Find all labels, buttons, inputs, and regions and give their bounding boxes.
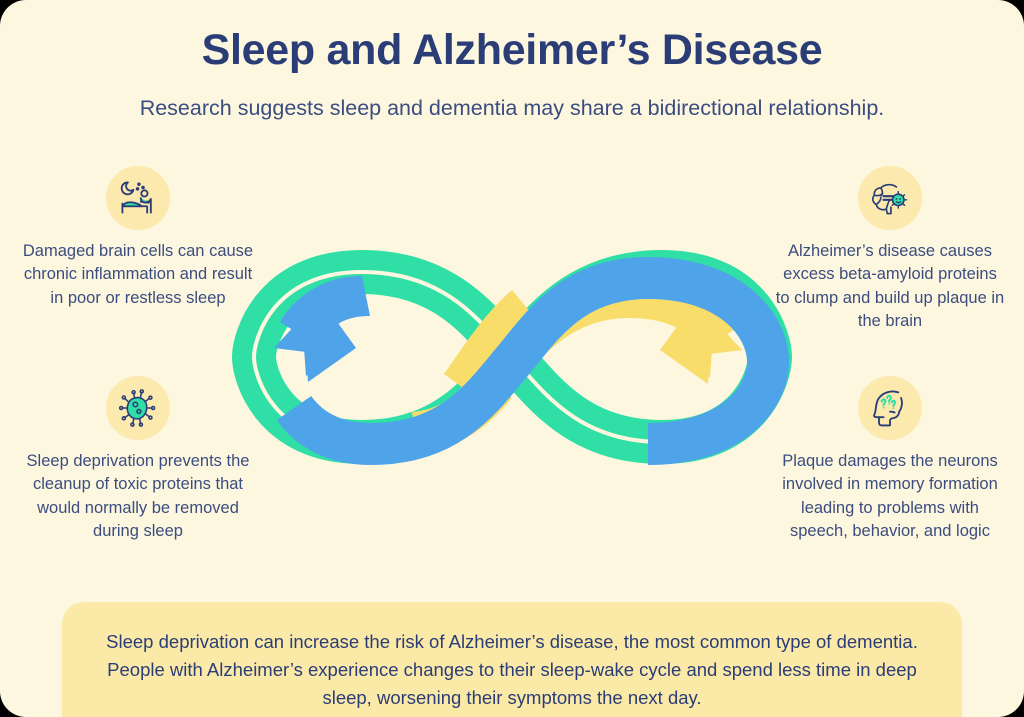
panel-sleep-deprivation: Sleep deprivation prevents the cleanup o… — [22, 376, 254, 544]
panel-text: Alzheimer’s disease causes excess beta-a… — [775, 242, 1005, 331]
virus-protein-icon — [106, 376, 170, 440]
panel-text: Damaged brain cells can cause chronic in… — [22, 242, 254, 307]
bidirectional-loop-diagram — [212, 222, 812, 492]
panel-plaque-damage: Plaque damages the neurons involved in m… — [774, 376, 1006, 544]
page-title: Sleep and Alzheimer’s Disease — [201, 26, 823, 74]
panel-damaged-brain-cells: Damaged brain cells can cause chronic in… — [22, 166, 254, 310]
blue-arrow — [274, 256, 790, 466]
head-with-question-marks-icon — [858, 376, 922, 440]
panel-text: Plaque damages the neurons involved in m… — [782, 452, 998, 541]
summary-text: Sleep deprivation can increase the risk … — [106, 631, 918, 709]
panel-alzheimers-disease: Alzheimer’s disease causes excess beta-a… — [774, 166, 1006, 334]
summary-callout: Sleep deprivation can increase the risk … — [62, 602, 962, 717]
panel-text: Sleep deprivation prevents the cleanup o… — [26, 452, 250, 541]
header: Sleep and Alzheimer’s Disease Research s… — [0, 26, 1024, 122]
sleeping-in-bed-icon — [106, 166, 170, 230]
page-subtitle: Research suggests sleep and dementia may… — [139, 96, 885, 121]
brain-with-virus-icon — [858, 166, 922, 230]
